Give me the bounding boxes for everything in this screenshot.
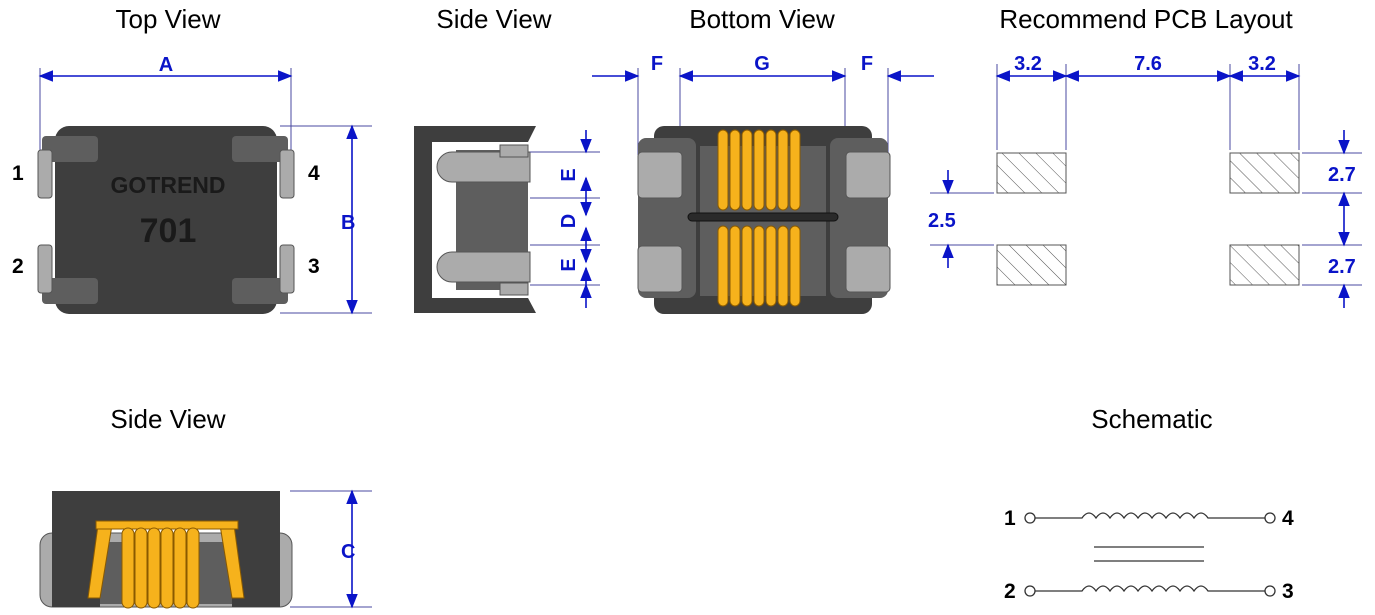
upper-winding-symbol [1035, 512, 1265, 520]
schematic: 1 2 4 3 [1004, 507, 1294, 603]
pcb-pad-height-lower: 2.7 [1328, 256, 1356, 278]
top-view: A GOTREND 701 1 2 4 3 B [12, 54, 372, 315]
top-view-title: Top View [115, 4, 220, 34]
pcb-pitch-label: 2.5 [928, 210, 956, 232]
bottom-view: F G F [592, 53, 934, 314]
lower-winding-symbol [1035, 585, 1265, 593]
dim-f-left-label: F [651, 53, 663, 75]
pcb-layout-title: Recommend PCB Layout [999, 4, 1293, 34]
part-code-marking: 701 [140, 212, 197, 250]
side-view-2-title: Side View [110, 404, 225, 434]
pcb-pad-1 [996, 152, 1067, 194]
pcb-pad-3 [1229, 244, 1300, 286]
bottom-winding-lower [717, 225, 801, 307]
schematic-pin-2: 2 [1004, 580, 1016, 603]
side-view-title: Side View [436, 4, 551, 34]
pcb-pad-width-right: 3.2 [1248, 53, 1276, 75]
schematic-pin-1: 1 [1004, 507, 1016, 530]
bottom-winding-upper [717, 129, 801, 211]
pcb-pad-gap: 7.6 [1134, 53, 1162, 75]
dim-e-upper-label: E [558, 168, 580, 181]
pcb-pad-4 [1229, 152, 1300, 194]
brand-marking: GOTREND [111, 172, 226, 198]
bottom-view-title: Bottom View [689, 4, 835, 34]
pcb-pad-height-upper: 2.7 [1328, 164, 1356, 186]
dim-f-right-label: F [861, 53, 873, 75]
schematic-pin-4: 4 [1282, 507, 1294, 530]
side-view-2: C [39, 489, 372, 609]
dim-b-label: B [341, 212, 355, 234]
dim-e-lower-label: E [558, 258, 580, 271]
pin-4-label: 4 [308, 162, 320, 185]
dim-c-label: C [341, 541, 355, 563]
pin-2-label: 2 [12, 255, 24, 278]
side-winding [121, 527, 200, 609]
side-view-1: E D E [414, 126, 600, 313]
pin-1-label: 1 [12, 162, 24, 185]
pcb-pad-2 [996, 244, 1067, 286]
pcb-layout: 3.2 7.6 3.2 2.5 2.7 2.7 [928, 53, 1362, 308]
pin-3-label: 3 [308, 255, 320, 278]
schematic-pin-3: 3 [1282, 580, 1294, 603]
dim-d-label: D [558, 214, 580, 228]
dim-a-label: A [159, 54, 173, 76]
dim-g-label: G [754, 53, 770, 75]
pcb-pad-width-left: 3.2 [1014, 53, 1042, 75]
schematic-title: Schematic [1091, 404, 1212, 434]
